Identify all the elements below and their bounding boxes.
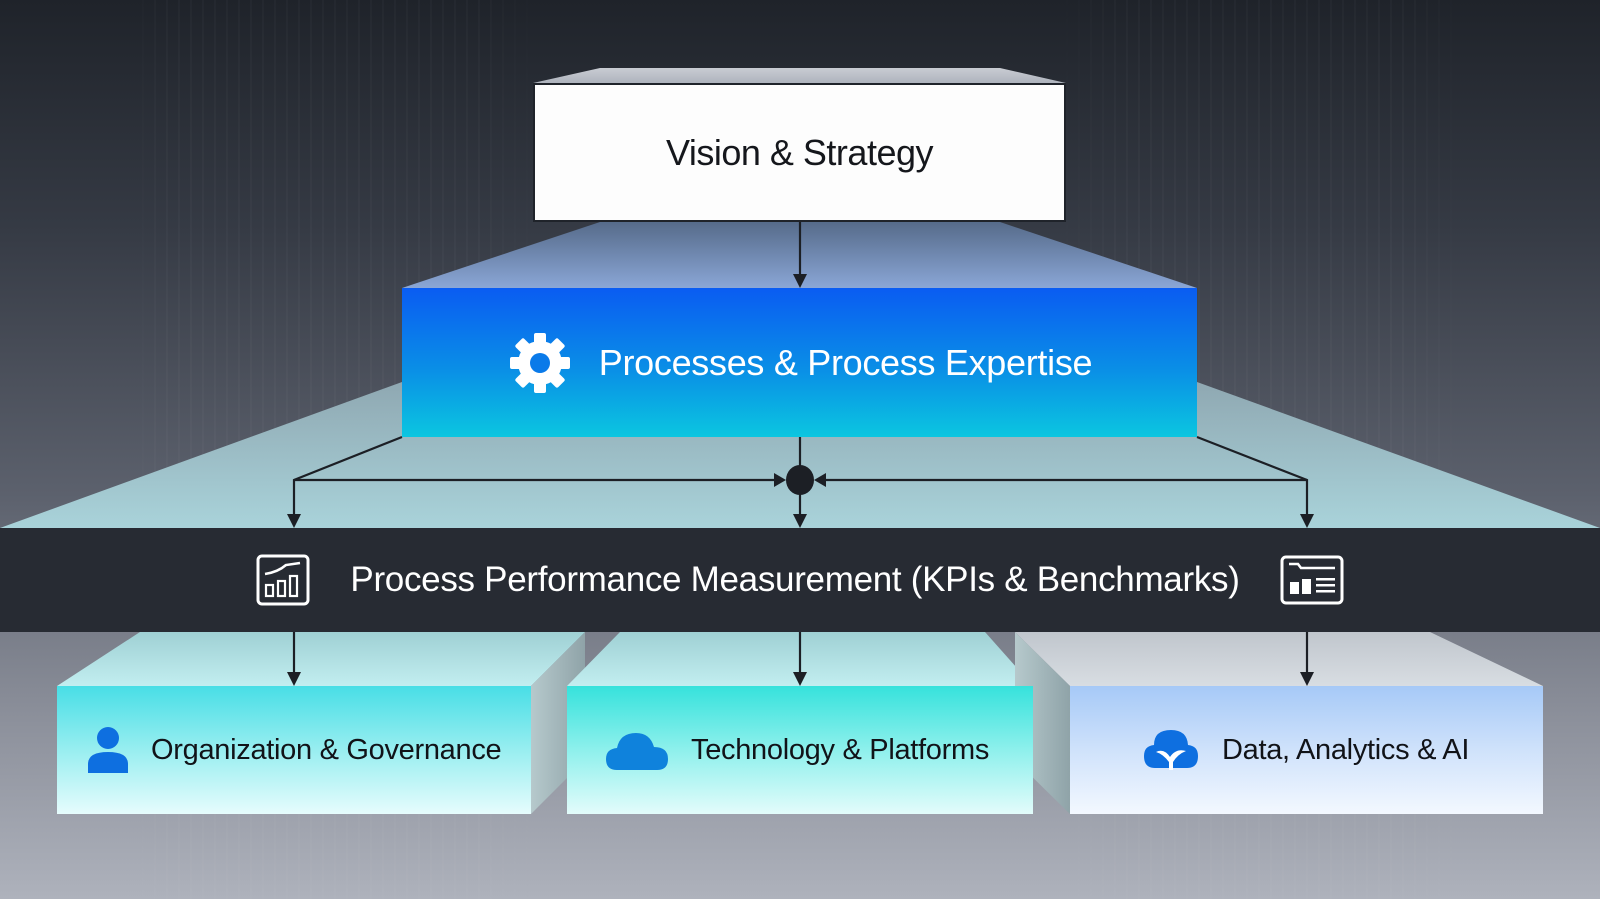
pillar-organization-governance: Organization & Governance <box>57 686 531 814</box>
pillar-3-top-bevel <box>1015 632 1543 686</box>
arrowhead <box>287 672 301 686</box>
cloud-icon <box>605 729 669 771</box>
measurement-label: Process Performance Measurement (KPIs & … <box>350 560 1240 599</box>
arrowhead <box>793 672 807 686</box>
measurement-band: Process Performance Measurement (KPIs & … <box>0 528 1600 632</box>
pillar-label: Organization & Governance <box>151 733 502 766</box>
pillar-1-top-bevel <box>57 632 585 686</box>
pillar-label: Data, Analytics & AI <box>1222 733 1470 766</box>
processes-label: Processes & Process Expertise <box>598 341 1093 383</box>
vision-strategy-box: Vision & Strategy <box>533 83 1066 222</box>
arrowhead <box>793 514 807 528</box>
person-icon <box>87 726 129 774</box>
vision-strategy-label: Vision & Strategy <box>666 131 933 173</box>
hub-node <box>786 465 814 495</box>
arrowhead <box>814 473 826 487</box>
cloud-ai-icon <box>1142 724 1200 776</box>
arrowhead <box>1300 672 1314 686</box>
arrowhead <box>1300 514 1314 528</box>
vision-top-bevel <box>533 68 1066 83</box>
processes-box: Processes & Process Expertise <box>402 288 1197 437</box>
gear-icon <box>507 330 573 396</box>
pillar-technology-platforms: Technology & Platforms <box>567 686 1033 814</box>
pillar-label: Technology & Platforms <box>691 733 990 766</box>
pillar-data-analytics-ai: Data, Analytics & AI <box>1070 686 1543 814</box>
arrowhead <box>774 473 786 487</box>
arrowhead <box>287 514 301 528</box>
dashboard-icon <box>1280 555 1344 605</box>
arrowhead <box>793 274 807 288</box>
bar-chart-icon <box>256 554 310 606</box>
